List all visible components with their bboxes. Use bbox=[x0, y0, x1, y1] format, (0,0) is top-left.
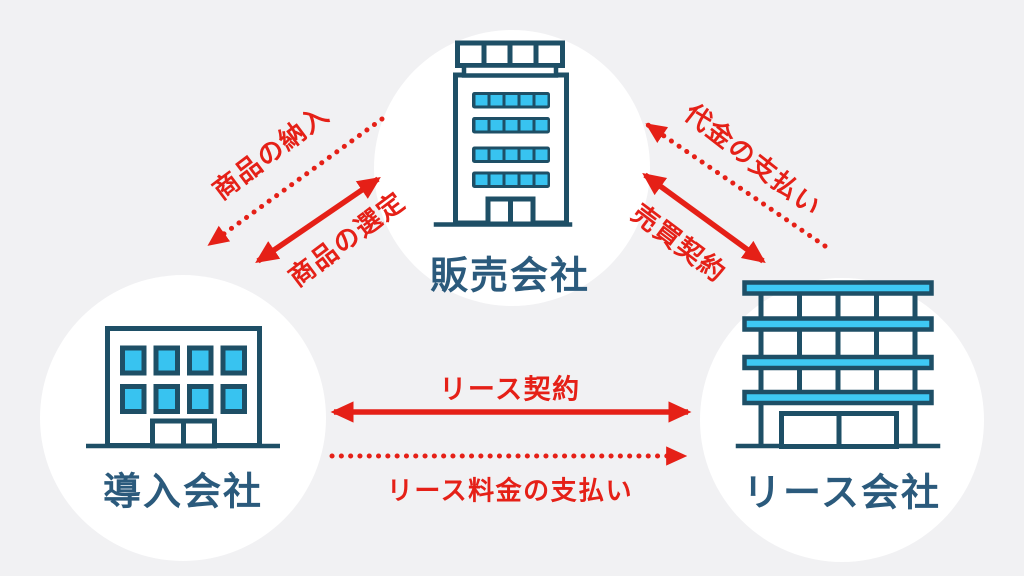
node-label-lease-company: リース会社 bbox=[742, 470, 942, 515]
arrow-price-payment bbox=[645, 122, 828, 249]
edge-label-lease-contract: リース契約 bbox=[439, 374, 581, 406]
office-building-icon-sales bbox=[433, 40, 573, 227]
edge-label-lease-fee-payment: リース料金の支払い bbox=[386, 476, 634, 507]
office-building-icon-adopter bbox=[86, 326, 280, 449]
arrow-goods-delivery bbox=[207, 116, 385, 247]
arrow-sales-contract bbox=[642, 172, 766, 264]
node-label-sales-company: 販売会社 bbox=[429, 253, 591, 298]
node-label-adopter-company: 導入会社 bbox=[102, 469, 264, 514]
office-building-icon-lease bbox=[735, 280, 941, 449]
window-strips bbox=[472, 92, 550, 188]
floor-slabs bbox=[742, 280, 934, 406]
floor-columns bbox=[758, 291, 918, 446]
windows bbox=[120, 345, 247, 414]
arrow-goods-selection bbox=[255, 176, 381, 264]
